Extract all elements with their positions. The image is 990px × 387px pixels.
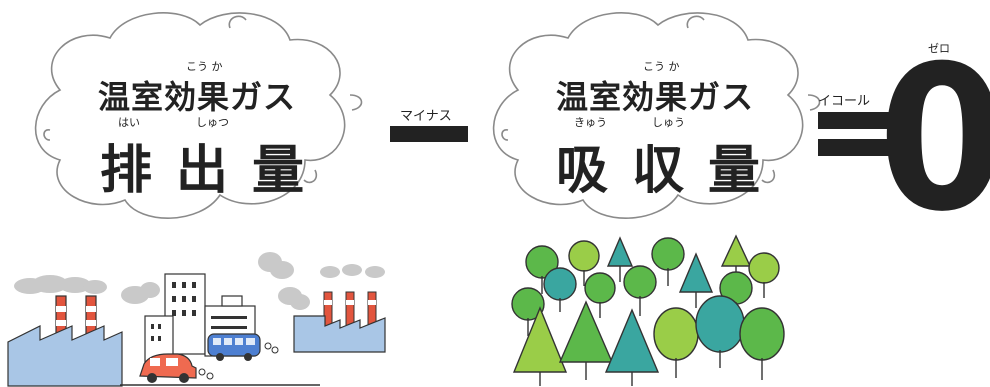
left-ghg-title: 温室効果ガス [98,78,297,116]
equals-sign-bottom [818,139,898,156]
minus-sign [390,126,468,142]
right-title-ruby: こう か [643,60,680,73]
right-term-char-3: 量 [708,141,761,201]
right-ghg-title: 温室効果ガス [556,78,755,116]
left-cloud [34,12,363,219]
left-term-ruby-2: しゅつ [196,116,229,129]
zero-value: 0 [878,40,990,240]
left-term-char-1: 排 [100,141,153,201]
left-term-ruby-1: はい [118,116,140,129]
left-term-char-3: 量 [252,141,305,201]
left-term-char-2: 出 [176,141,229,201]
right-cloud [492,12,821,219]
right-term-ruby-2: しゅう [652,116,685,129]
factory-city-icon [7,252,386,387]
forest-icon [511,234,785,386]
right-term-char-2: 収 [632,141,685,201]
equals-sign-top [818,112,898,129]
right-term-char-1: 吸 [556,141,609,201]
minus-label: マイナス [400,109,452,124]
right-term-ruby-1: きゅう [574,116,607,129]
left-title-ruby: こう か [186,60,223,73]
zero-ruby: ゼロ [928,42,950,55]
equals-label: イコール [818,94,871,109]
